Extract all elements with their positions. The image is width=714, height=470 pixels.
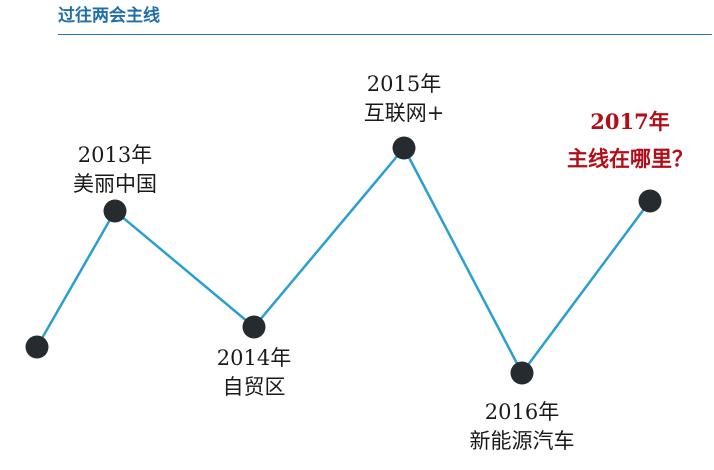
milestone-theme: 主线在哪里？ bbox=[567, 146, 693, 171]
timeline-dot-2013 bbox=[103, 199, 127, 223]
timeline-dot-start bbox=[25, 335, 49, 359]
milestone-label-2016: 2016年 新能源汽车 bbox=[470, 398, 575, 456]
header-divider bbox=[58, 34, 712, 35]
milestone-label-2014: 2014年 自贸区 bbox=[217, 344, 291, 402]
milestone-theme: 新能源汽车 bbox=[469, 429, 575, 453]
timeline-dot-2017 bbox=[638, 189, 662, 213]
milestone-year: 2017年 bbox=[590, 109, 670, 134]
milestone-year: 2015年 bbox=[366, 72, 442, 96]
timeline-dot-2016 bbox=[510, 361, 534, 385]
timeline-dot-2014 bbox=[242, 315, 266, 339]
milestone-theme: 自贸区 bbox=[222, 375, 286, 399]
timeline-dot-2015 bbox=[392, 136, 416, 160]
page-title: 过往两会主线 bbox=[58, 6, 160, 26]
milestone-year: 2016年 bbox=[484, 400, 560, 424]
milestone-year: 2014年 bbox=[216, 346, 292, 370]
milestone-theme: 互联网+ bbox=[363, 101, 445, 125]
timeline-line bbox=[35, 146, 652, 375]
milestone-label-2013: 2013年 美丽中国 bbox=[73, 141, 157, 199]
milestone-label-2017: 2017年 主线在哪里？ bbox=[567, 107, 693, 173]
milestone-theme: 美丽中国 bbox=[73, 172, 157, 196]
milestone-year: 2013年 bbox=[77, 143, 153, 167]
milestone-label-2015: 2015年 互联网+ bbox=[364, 70, 445, 128]
